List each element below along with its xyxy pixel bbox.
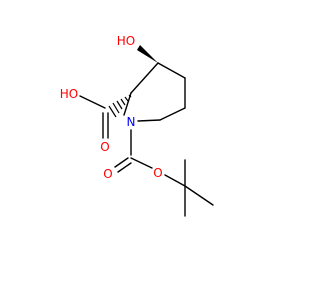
bond-c3-c4 <box>157 62 186 79</box>
bond-c5-c6 <box>159 107 186 121</box>
bond-o-tbu-c <box>164 174 186 187</box>
wedge-bond-c3-oh <box>137 45 158 63</box>
atom-o-boc-carbonyl: O <box>103 167 112 181</box>
atom-oh-acid: HO <box>60 87 78 101</box>
atom-labels: HO N HO O O O <box>60 34 163 181</box>
bond-cooh-oh <box>79 95 106 109</box>
atom-n-ring: N <box>127 115 136 129</box>
atom-oh-hydroxyl: HO <box>117 34 135 48</box>
bond-boc-c-o-double-a <box>114 157 129 168</box>
hashed-bond-c2-cooh <box>108 94 132 118</box>
bonds <box>79 45 214 217</box>
bond-boc-c-o-double-b <box>117 162 132 173</box>
bond-tbu-methyl-right <box>184 185 214 206</box>
atom-o-boc-ester: O <box>153 166 162 180</box>
atom-o-acid-carbonyl: O <box>100 140 109 154</box>
molecule-structure: HO N HO O O O <box>60 34 214 217</box>
bond-c6-n <box>137 119 161 122</box>
bond-c2-c3 <box>130 62 159 94</box>
bond-boc-c-o-ester <box>130 157 153 169</box>
